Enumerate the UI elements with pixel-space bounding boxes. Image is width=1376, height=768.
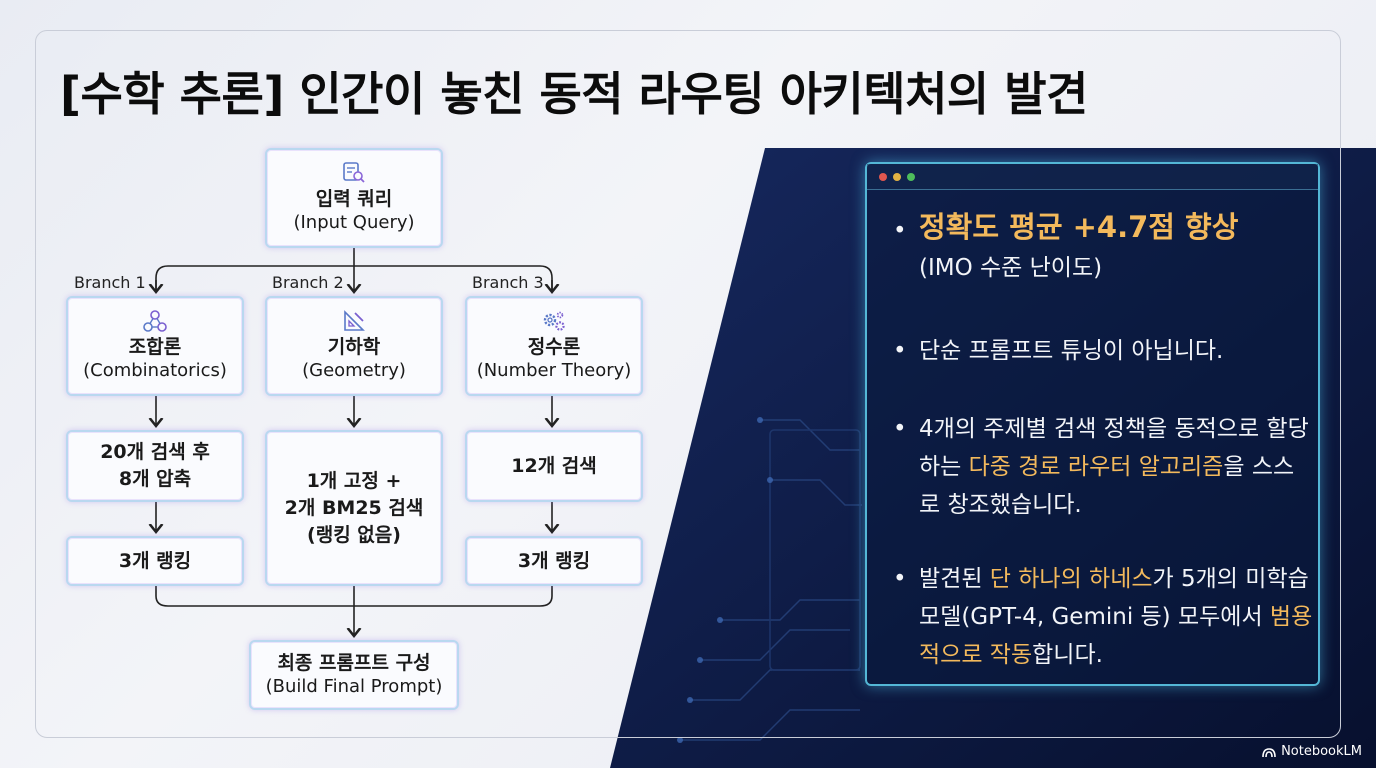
combinatorics-title: 조합론: [128, 336, 182, 358]
combinatorics-node: 조합론 (Combinatorics): [66, 296, 244, 396]
combinatorics-retrieve-node: 20개 검색 후 8개 압축: [66, 430, 244, 502]
geometry-retrieve-text: 1개 고정 + 2개 BM25 검색 (랭킹 없음): [284, 469, 424, 546]
router-text-pre: 4개의 주제별 검색 정책을 동적으로 할당하는: [919, 416, 1309, 480]
branch-2-label: Branch 2: [272, 273, 344, 292]
input-query-node: 입력 쿼리 (Input Query): [265, 148, 443, 248]
combinatorics-rank-text: 3개 랭킹: [118, 549, 192, 572]
triangle-ruler-icon: [344, 310, 365, 331]
findings-panel: • 정확도 평균 +4.7점 향상 (IMO 수준 난이도) • 단순 프롬프트…: [865, 162, 1320, 686]
panel-title-bar: [867, 164, 1318, 190]
harness-text-mid: 가 5개의 미학습 모델(GPT-4, Gemini 등) 모두에서: [919, 566, 1309, 630]
number-theory-subtitle: (Number Theory): [476, 360, 632, 381]
bullet-mark: •: [893, 338, 907, 364]
router-text-post: 을 스스로 창조했습니다.: [919, 454, 1295, 518]
window-dot-yellow: [893, 173, 901, 181]
finding-accuracy: • 정확도 평균 +4.7점 향상 (IMO 수준 난이도): [889, 208, 1314, 287]
bullet-mark: •: [893, 566, 907, 592]
general-highlight: 범용적으로 작동: [919, 604, 1313, 668]
branch-3-label: Branch 3: [472, 273, 544, 292]
number-theory-node: 정수론 (Number Theory): [465, 296, 643, 396]
content-card: [35, 30, 1341, 738]
finding-router: • 4개의 주제별 검색 정책을 동적으로 할당하는 다중 경로 라우터 알고리…: [889, 410, 1314, 524]
brand-watermark: NotebookLM: [1262, 744, 1362, 759]
accuracy-highlight: 정확도 평균 +4.7점 향상: [919, 210, 1239, 244]
input-node-title: 입력 쿼리: [315, 188, 393, 210]
brand-label: NotebookLM: [1281, 744, 1362, 759]
not-tuning-text: 단순 프롬프트 튜닝이 아닙니다.: [919, 338, 1224, 364]
final-prompt-node: 최종 프롬프트 구성 (Build Final Prompt): [249, 640, 459, 710]
final-prompt-title: 최종 프롬프트 구성: [277, 652, 431, 674]
number-theory-retrieve-text: 12개 검색: [511, 454, 597, 477]
gears-icon: [543, 311, 565, 331]
harness-highlight: 단 하나의 하네스: [989, 566, 1153, 592]
router-highlight: 다중 경로 라우터 알고리즘: [968, 454, 1224, 480]
geometry-title: 기하학: [327, 336, 381, 358]
number-theory-rank-text: 3개 랭킹: [517, 549, 591, 572]
page-title: [수학 추론] 인간이 놓친 동적 라우팅 아키텍처의 발견: [60, 67, 1088, 121]
combinatorics-subtitle: (Combinatorics): [83, 360, 227, 381]
number-theory-title: 정수론: [527, 336, 581, 358]
bullet-mark: •: [893, 218, 907, 244]
input-node-subtitle: (Input Query): [293, 212, 415, 233]
final-prompt-subtitle: (Build Final Prompt): [265, 676, 443, 697]
number-theory-retrieve-node: 12개 검색: [465, 430, 643, 502]
notebooklm-logo-icon: [1262, 747, 1276, 757]
network-nodes-icon: [143, 310, 167, 332]
geometry-retrieve-node: 1개 고정 + 2개 BM25 검색 (랭킹 없음): [265, 430, 443, 586]
harness-text-post: 합니다.: [1032, 642, 1103, 668]
window-dot-red: [879, 173, 887, 181]
finding-generalization: • 발견된 단 하나의 하네스가 5개의 미학습 모델(GPT-4, Gemin…: [889, 560, 1314, 674]
bullet-mark: •: [893, 416, 907, 442]
geometry-subtitle: (Geometry): [302, 360, 406, 381]
branch-1-label: Branch 1: [74, 273, 146, 292]
accuracy-detail: (IMO 수준 난이도): [919, 255, 1103, 281]
window-dot-green: [907, 173, 915, 181]
search-document-icon: [343, 162, 365, 183]
harness-text-pre: 발견된: [919, 566, 990, 592]
combinatorics-retrieve-text: 20개 검색 후 8개 압축: [100, 441, 210, 490]
combinatorics-rank-node: 3개 랭킹: [66, 536, 244, 586]
geometry-node: 기하학 (Geometry): [265, 296, 443, 396]
finding-not-tuning: • 단순 프롬프트 튜닝이 아닙니다.: [889, 332, 1314, 370]
number-theory-rank-node: 3개 랭킹: [465, 536, 643, 586]
